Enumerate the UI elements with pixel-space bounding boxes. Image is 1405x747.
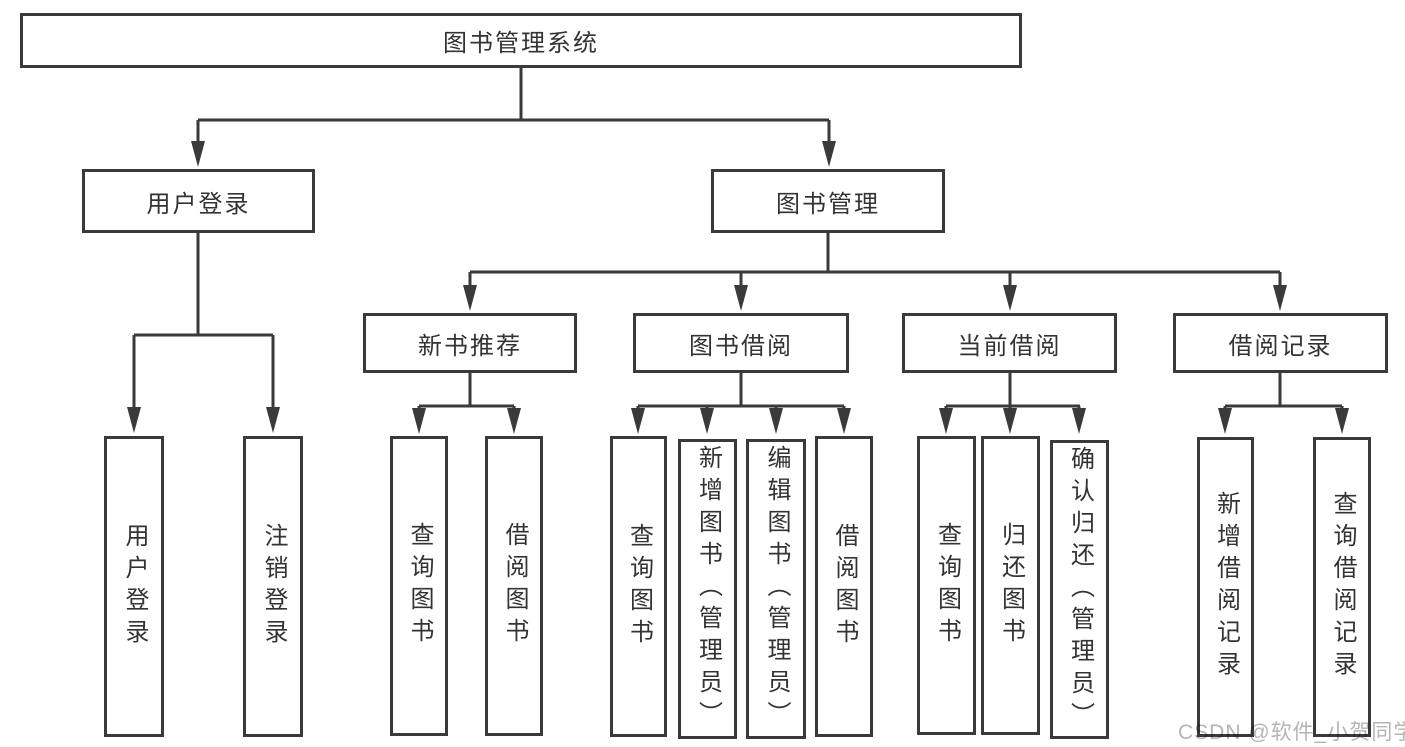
- leaf-bb-borrow-book: 借阅图书: [815, 436, 873, 737]
- leaf-logout-label: 注销登录: [260, 522, 287, 651]
- node-borrow-records: 借阅记录: [1173, 313, 1388, 373]
- leaf-cb-return-book: 归还图书: [981, 436, 1040, 735]
- leaf-nbr-borrow-book: 借阅图书: [485, 436, 543, 736]
- leaf-br-add-record: 新增借阅记录: [1197, 437, 1254, 737]
- leaf-bb-add-book: 新增图书（管理员）: [678, 439, 737, 739]
- leaf-bb-query-book: 查询图书: [610, 436, 667, 737]
- leaf-bb-add-book-label: 新增图书（管理员）: [694, 445, 722, 733]
- node-book-borrow-label: 图书借阅: [689, 332, 793, 360]
- leaf-bb-edit-book-label: 编辑图书（管理员）: [763, 445, 790, 733]
- leaf-user-login-label: 用户登录: [121, 522, 148, 651]
- leaf-br-add-record-label: 新增借阅记录: [1212, 491, 1240, 683]
- leaf-cb-confirm-return-label: 确认归还（管理员）: [1066, 445, 1094, 734]
- leaf-bb-edit-book: 编辑图书（管理员）: [746, 439, 806, 739]
- leaf-cb-return-book-label: 归还图书: [997, 521, 1025, 650]
- leaf-cb-query-book-label: 查询图书: [933, 521, 961, 650]
- arrowheads: [127, 141, 1349, 434]
- leaf-nbr-query-book-label: 查询图书: [406, 522, 433, 650]
- leaf-br-query-record-label: 查询借阅记录: [1329, 491, 1356, 683]
- leaf-logout: 注销登录: [243, 436, 303, 737]
- node-root: 图书管理系统: [20, 13, 1022, 68]
- leaf-user-login: 用户登录: [104, 436, 164, 737]
- leaf-nbr-query-book: 查询图书: [390, 436, 448, 736]
- leaf-br-query-record: 查询借阅记录: [1313, 437, 1371, 737]
- node-user-login: 用户登录: [82, 169, 315, 233]
- node-current-borrow-label: 当前借阅: [957, 332, 1062, 360]
- node-new-book-rec: 新书推荐: [363, 313, 577, 373]
- node-current-borrow: 当前借阅: [902, 313, 1117, 373]
- node-book-mgmt: 图书管理: [711, 169, 945, 233]
- node-root-label: 图书管理系统: [443, 30, 599, 57]
- node-book-borrow: 图书借阅: [633, 313, 849, 373]
- node-book-mgmt-label: 图书管理: [776, 190, 880, 218]
- leaf-cb-query-book: 查询图书: [917, 436, 976, 735]
- leaf-bb-borrow-book-label: 借阅图书: [831, 522, 858, 651]
- node-borrow-records-label: 借阅记录: [1228, 332, 1333, 360]
- leaf-cb-confirm-return: 确认归还（管理员）: [1050, 440, 1109, 739]
- node-new-book-rec-label: 新书推荐: [418, 332, 522, 360]
- node-user-login-label: 用户登录: [146, 190, 251, 218]
- leaf-nbr-borrow-book-label: 借阅图书: [501, 522, 528, 650]
- csdn-watermark: CSDN @软件_小贺同学: [1178, 721, 1405, 744]
- leaf-bb-query-book-label: 查询图书: [625, 522, 653, 651]
